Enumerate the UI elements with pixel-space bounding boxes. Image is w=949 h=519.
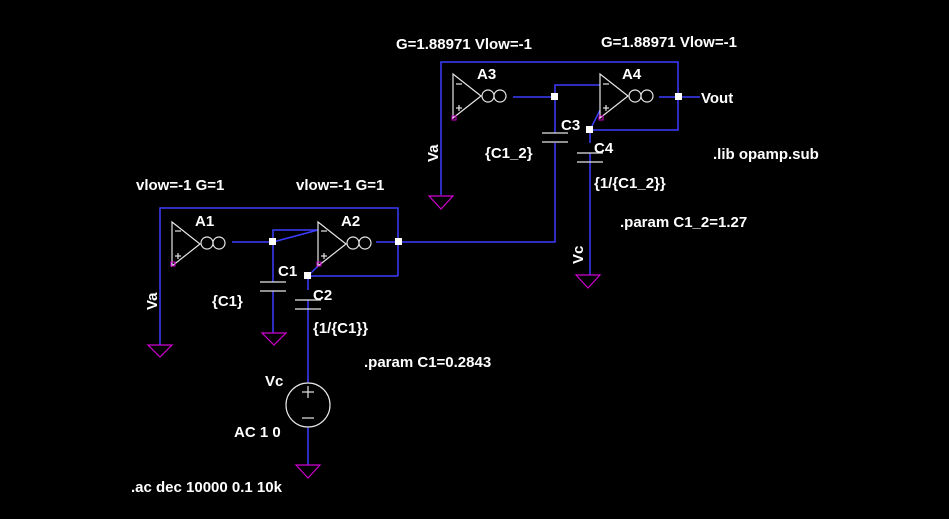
ground-symbols: [146, 195, 602, 479]
c2-label: C2: [313, 287, 332, 304]
a4-params: G=1.88971 Vlow=-1: [601, 34, 737, 51]
a1-label: A1: [195, 213, 214, 230]
amp-a1[interactable]: A1: [170, 213, 226, 268]
junctions: [269, 93, 682, 279]
c2-value: {1/{C1}}: [313, 320, 368, 337]
a3-params: G=1.88971 Vlow=-1: [396, 36, 532, 53]
source-value: AC 1 0: [234, 424, 281, 441]
a1-params: vlow=-1 G=1: [136, 177, 224, 194]
c1-label: C1: [278, 263, 297, 280]
cap-c3[interactable]: [542, 132, 568, 143]
c3-value: {C1_2}: [485, 145, 533, 162]
a4-label: A4: [622, 66, 642, 83]
c4-value: {1/{C1_2}}: [594, 175, 666, 192]
directive-param-c1[interactable]: .param C1=0.2843: [364, 354, 491, 371]
source-name: Vc: [265, 373, 283, 390]
cap-c2[interactable]: [295, 299, 321, 310]
c1-value: {C1}: [212, 293, 243, 310]
ground-icon: [260, 332, 288, 346]
ground-icon: [294, 464, 322, 479]
voltage-source-vc[interactable]: [285, 382, 331, 428]
ground-icon: [574, 274, 602, 289]
net-label-va-upper: Va: [425, 144, 442, 162]
amp-a2[interactable]: A2: [316, 213, 372, 268]
cap-c4[interactable]: [577, 152, 603, 163]
net-label-va-lower: Va: [144, 292, 161, 310]
c4-label: C4: [594, 140, 614, 157]
ground-icon: [146, 344, 174, 358]
a2-label: A2: [341, 213, 360, 230]
amp-a4[interactable]: A4: [598, 66, 654, 121]
directive-param-c1-2[interactable]: .param C1_2=1.27: [620, 214, 747, 231]
directive-ac[interactable]: .ac dec 10000 0.1 10k: [131, 479, 283, 496]
net-label-vout: Vout: [701, 90, 733, 107]
directive-lib[interactable]: .lib opamp.sub: [713, 146, 819, 163]
a2-params: vlow=-1 G=1: [296, 177, 384, 194]
a3-label: A3: [477, 66, 496, 83]
wires: [159, 61, 700, 465]
ground-icon: [427, 195, 455, 210]
cap-c1[interactable]: [260, 281, 286, 292]
net-label-vc: Vc: [570, 246, 587, 264]
c3-label: C3: [561, 117, 580, 134]
amp-a3[interactable]: A3: [451, 66, 507, 121]
